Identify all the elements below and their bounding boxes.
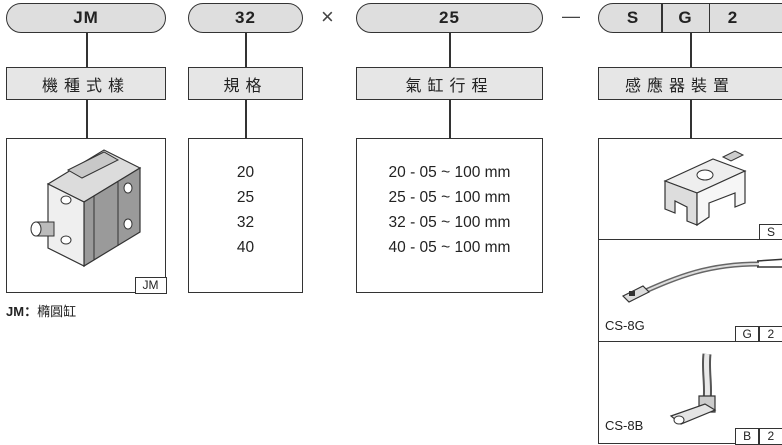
connector — [690, 33, 692, 67]
bore-label: 規格 — [188, 67, 303, 100]
model-image-box: JM — [6, 138, 167, 294]
sensor-tag-text: B — [743, 429, 752, 443]
sensor-label: 感應器裝置 — [598, 67, 782, 100]
bore-label-text: 規格 — [223, 77, 268, 95]
model-note-separator: ： — [24, 304, 38, 319]
model-note-desc: 橢圓缸 — [37, 304, 77, 319]
dash-sign: — — [562, 6, 580, 26]
divider — [661, 4, 663, 32]
stroke-range-item: 40 - 05 ~ 100 mm — [388, 239, 511, 256]
model-tag-text: JM — [142, 278, 159, 292]
sensor-box-bracket: S — [598, 138, 782, 241]
sensor-tag-text: S — [766, 225, 775, 239]
sensor-bracket-icon — [663, 150, 747, 227]
connector — [245, 33, 247, 67]
connector — [245, 100, 247, 138]
sensor-box-cs8g: CS-8G G 2 — [598, 239, 782, 343]
divider — [708, 4, 710, 32]
stroke-range-box: 20 - 05 ~ 100 mm 25 - 05 ~ 100 mm 32 - 0… — [356, 138, 543, 293]
sensor-tag: S — [759, 223, 782, 241]
cable-sensor-icon — [621, 258, 782, 303]
connector — [86, 33, 88, 67]
bent-sensor-icon — [669, 353, 717, 425]
connector — [690, 100, 692, 138]
sensor-box-cs8b: CS-8B B 2 — [598, 341, 782, 445]
bore-size-item: 40 — [236, 239, 255, 256]
bore-code: 32 — [235, 8, 256, 27]
stroke-range-item: 25 - 05 ~ 100 mm — [388, 189, 511, 206]
bore-size-item: 32 — [236, 214, 255, 231]
stroke-code-pill: 25 — [356, 3, 543, 33]
connector — [449, 33, 451, 67]
model-code-pill: JM — [6, 3, 166, 33]
stroke-code: 25 — [439, 8, 460, 27]
stroke-range-item: 20 - 05 ~ 100 mm — [388, 164, 511, 181]
tag-divider — [758, 428, 760, 444]
tag-divider — [758, 326, 760, 342]
bore-code-pill: 32 — [188, 3, 303, 33]
connector — [86, 100, 88, 138]
sensor-tag-text: 2 — [767, 327, 775, 341]
sensor-tag-text: 2 — [767, 429, 775, 443]
stroke-label-text: 氣缸行程 — [405, 77, 494, 95]
bore-size-item: 20 — [236, 164, 255, 181]
model-label: 機種式樣 — [6, 67, 166, 100]
model-label-text: 機種式樣 — [41, 77, 130, 95]
sensor-tag-text: G — [742, 327, 752, 341]
model-note: JM：橢圓缸 — [6, 301, 76, 320]
sensor-code-3: 2 — [727, 8, 739, 27]
sensor-code-2: G — [678, 8, 693, 27]
sensor-code-1: S — [626, 8, 640, 27]
air-cylinder-icon — [30, 149, 142, 268]
sensor-name: CS-8G — [605, 318, 645, 333]
bore-size-box: 20 25 32 40 — [188, 138, 303, 293]
sensor-tag: B 2 — [735, 427, 782, 445]
times-sign: × — [321, 4, 334, 29]
sensor-name: CS-8B — [605, 418, 644, 433]
sensor-tag: G 2 — [735, 325, 782, 343]
model-tag: JM — [134, 276, 167, 294]
sensor-code-pill: S G 2 — [598, 3, 782, 33]
connector — [449, 100, 451, 138]
stroke-range-item: 32 - 05 ~ 100 mm — [388, 214, 511, 231]
model-note-code: JM — [6, 304, 25, 319]
sensor-label-text: 感應器裝置 — [625, 77, 736, 95]
stroke-label: 氣缸行程 — [356, 67, 543, 100]
bore-size-item: 25 — [236, 189, 255, 206]
model-code: JM — [73, 8, 99, 27]
